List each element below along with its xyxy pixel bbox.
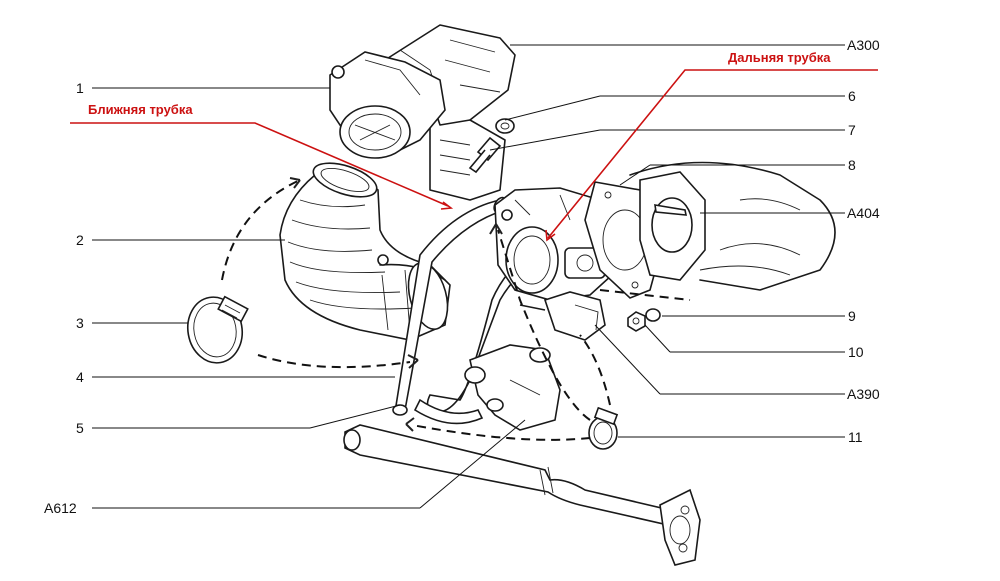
label-9: 9 [848,308,856,324]
callout-near-tube: Ближняя трубка [88,102,193,117]
part-1-air-housing [329,51,446,159]
part-7-bolt [468,136,502,174]
label-6: 6 [848,88,856,104]
part-a390-sensor [519,291,606,341]
label-11: 11 [848,429,863,445]
throttle-body [494,187,617,301]
label-4: 4 [76,369,84,385]
part-a612-pipe [343,424,701,566]
label-8: 8 [848,157,856,173]
label-10: 10 [848,344,864,360]
part-10-nut [627,311,646,332]
label-7: 7 [848,122,856,138]
label-3: 3 [76,315,84,331]
label-a612: A612 [44,500,77,516]
leader-lines [92,44,845,509]
part-3-hose-clamp [186,295,249,364]
label-a300: A300 [847,37,880,53]
engine-housing-right [629,161,836,291]
callout-far-tube: Дальняя трубка [728,50,831,65]
part-6-washer [495,118,515,134]
assembly-arrows [221,177,691,441]
part-a404-flange [639,171,706,281]
label-1: 1 [76,80,84,96]
coolant-housing [464,344,561,431]
label-a404: A404 [847,205,880,221]
label-5: 5 [76,420,84,436]
part-11-hose-clamp [588,406,619,450]
part-9-washer [645,308,661,322]
label-2: 2 [76,232,84,248]
callout-lines [70,69,878,242]
label-a390: A390 [847,386,880,402]
